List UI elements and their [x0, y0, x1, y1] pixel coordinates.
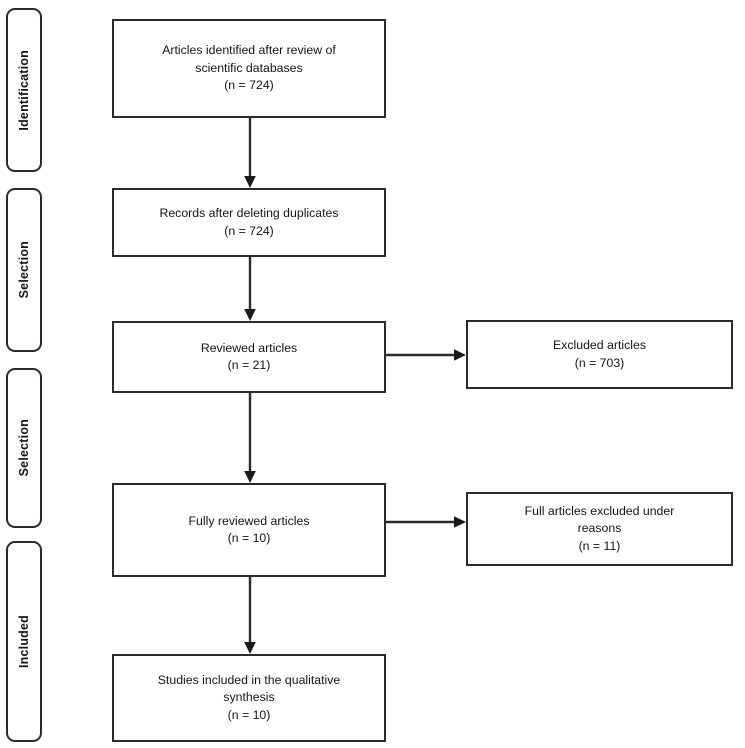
flow-box-excluded-articles: Excluded articles (n = 703)	[466, 320, 733, 389]
connector-fully-reviewed-to-included-arrow	[241, 576, 259, 656]
stage-pill-included: Included	[6, 541, 42, 742]
stage-pill-selection-1: Selection	[6, 188, 42, 352]
stage-label-selection-2: Selection	[17, 419, 31, 477]
flow-box-full-articles-excluded-text: Full articles excluded under reasons (n …	[524, 503, 675, 553]
stage-label-included: Included	[17, 615, 31, 668]
stage-pill-identification: Identification	[6, 8, 42, 172]
connector-fully-reviewed-to-full-excluded-arrow	[384, 513, 468, 531]
flow-box-full-articles-excluded: Full articles excluded under reasons (n …	[466, 492, 733, 566]
flow-box-records-after-duplicates: Records after deleting duplicates (n = 7…	[112, 188, 386, 257]
flow-box-studies-included: Studies included in the qualitative synt…	[112, 654, 386, 742]
stage-label-identification: Identification	[17, 49, 31, 131]
stage-label-selection-1: Selection	[17, 241, 31, 299]
flow-box-records-after-duplicates-text: Records after deleting duplicates (n = 7…	[159, 206, 339, 238]
stage-pill-selection-2: Selection	[6, 368, 42, 528]
connector-reviewed-to-fully-reviewed-arrow	[241, 392, 259, 485]
flow-box-fully-reviewed-articles: Fully reviewed articles (n = 10)	[112, 483, 386, 577]
flow-box-fully-reviewed-articles-text: Fully reviewed articles (n = 10)	[188, 513, 310, 546]
flow-box-articles-identified: Articles identified after review of scie…	[112, 19, 386, 118]
connector-reviewed-to-excluded-arrow	[384, 346, 468, 364]
flow-box-studies-included-text: Studies included in the qualitative synt…	[157, 672, 341, 722]
flow-box-reviewed-articles-text: Reviewed articles (n = 21)	[200, 340, 298, 373]
connector-identified-to-records-arrow	[241, 116, 259, 190]
flow-box-articles-identified-text: Articles identified after review of scie…	[162, 43, 336, 93]
connector-records-to-reviewed-arrow	[241, 256, 259, 323]
flow-box-excluded-articles-text: Excluded articles (n = 703)	[553, 338, 646, 370]
flow-box-reviewed-articles: Reviewed articles (n = 21)	[112, 321, 386, 393]
